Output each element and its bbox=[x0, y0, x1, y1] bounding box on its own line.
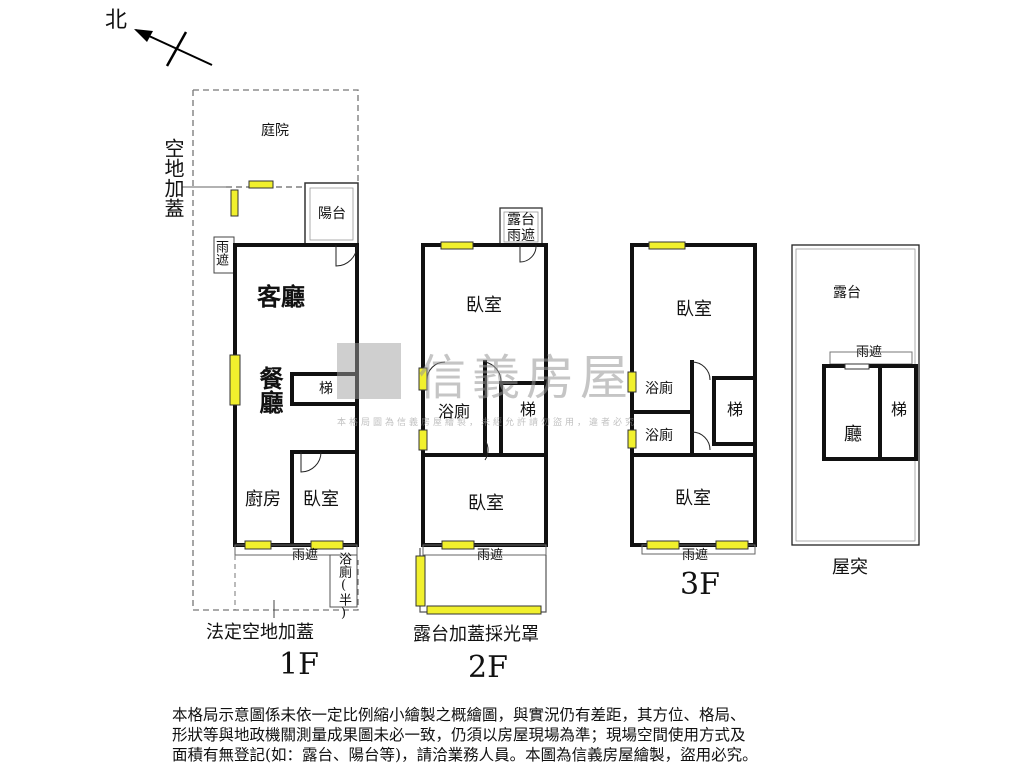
f3-stairs-label: 梯 bbox=[727, 400, 744, 419]
f1-living-label: 客廳 bbox=[257, 282, 305, 311]
disclaimer-note: 本格局示意圖係未依一定比例縮小繪製之概繪圖，與實況仍有差距，其方位、格局、 形狀… bbox=[172, 705, 872, 765]
f1-awning-bottom-label: 雨遮 bbox=[292, 548, 319, 563]
f1-annex-side-label: 空地加蓋 bbox=[161, 138, 185, 218]
f3-awning-label: 雨遮 bbox=[682, 548, 709, 563]
f2-level-label: 2F bbox=[468, 650, 508, 685]
f3-bedroom-top-label: 臥室 bbox=[676, 299, 712, 320]
f1-yard-label: 庭院 bbox=[261, 123, 289, 139]
floor-1-plan bbox=[182, 89, 359, 618]
watermark-notice: 本格局圖為信義房屋繪製，未經允許請勿盜用，違者必究 bbox=[337, 418, 638, 428]
north-arrow-icon bbox=[134, 29, 213, 67]
f1-annex-caption: 法定空地加蓋 bbox=[206, 622, 314, 643]
disclaimer-line: 面積有無登記(如：露台、陽台等)，請洽業務人員。本圖為信義房屋繪製，盜用必究。 bbox=[172, 746, 758, 764]
north-label: 北 bbox=[105, 8, 128, 33]
f1-level-label: 1F bbox=[279, 647, 319, 682]
f3-level-label: 3F bbox=[680, 567, 720, 602]
f1-bedroom-label: 臥室 bbox=[303, 489, 339, 510]
roof-hall-label: 廳 bbox=[844, 424, 862, 445]
f3-bath-bottom-label: 浴廁 bbox=[645, 428, 673, 444]
f2-awning-label: 雨遮 bbox=[477, 548, 504, 563]
floor-3-plan bbox=[627, 241, 757, 555]
disclaimer-line: 形狀等與地政機關測量成果圖未必一致，仍須以房屋現場為準；現場空間使用方式及 bbox=[172, 726, 746, 744]
f2-caption: 露台加蓋採光罩 bbox=[413, 624, 539, 645]
f1-dining-label: 餐廳 bbox=[255, 366, 284, 414]
f1-balcony-label: 陽台 bbox=[318, 206, 346, 222]
disclaimer-line: 本格局示意圖係未依一定比例縮小繪製之概繪圖，與實況仍有差距，其方位、格局、 bbox=[172, 706, 746, 724]
f1-half-bath-label: 浴廁(半) bbox=[336, 552, 351, 621]
roof-plan bbox=[791, 244, 920, 546]
roof-awning-label: 雨遮 bbox=[856, 345, 883, 360]
f1-stairs-label: 梯 bbox=[319, 381, 333, 397]
floor-2-plan bbox=[415, 207, 548, 615]
f1-kitchen-label: 廚房 bbox=[245, 489, 281, 510]
f2-stairs-label: 梯 bbox=[520, 400, 537, 419]
watermark-brand: 信義房屋 bbox=[418, 350, 635, 406]
f3-bedroom-bottom-label: 臥室 bbox=[675, 488, 711, 509]
f2-terrace-awning-label: 露台雨遮 bbox=[507, 212, 535, 244]
watermark-logo bbox=[337, 343, 401, 399]
f1-awning-side-label: 雨遮 bbox=[213, 240, 228, 266]
roof-terrace-label: 露台 bbox=[833, 285, 861, 301]
f2-bedroom-bottom-label: 臥室 bbox=[468, 493, 504, 514]
f3-bath-top-label: 浴廁 bbox=[645, 381, 673, 397]
f2-bedroom-top-label: 臥室 bbox=[466, 295, 502, 316]
roof-stairs-label: 梯 bbox=[891, 400, 908, 419]
f2-bath-label: 浴廁 bbox=[438, 402, 471, 421]
roof-level-label: 屋突 bbox=[832, 557, 868, 578]
